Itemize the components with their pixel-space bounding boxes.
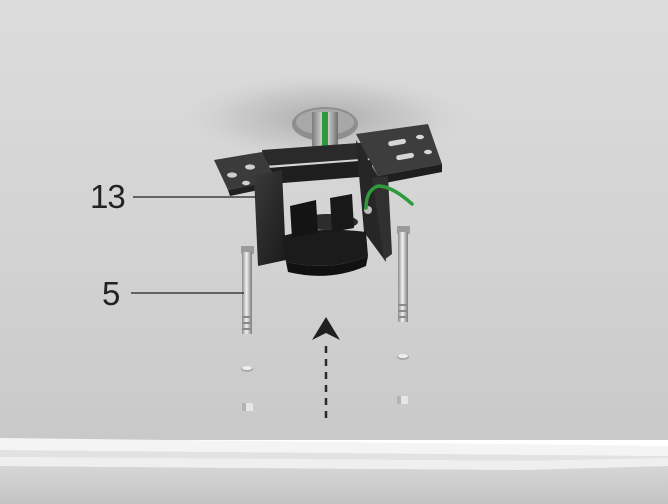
mounting-bracket xyxy=(214,124,442,276)
left-bolt xyxy=(241,246,254,334)
up-arrow-icon xyxy=(312,317,340,418)
right-nut xyxy=(397,396,408,404)
ground-wire xyxy=(364,184,414,210)
ceiling-hole xyxy=(292,107,358,156)
cornice-molding xyxy=(0,438,668,504)
right-washer xyxy=(397,354,409,360)
right-bolt xyxy=(397,226,410,322)
left-nut xyxy=(242,403,253,411)
bracket-callout-number: 13 xyxy=(90,178,126,215)
left-washer xyxy=(241,366,253,372)
bolt-callout-number: 5 xyxy=(102,275,120,312)
